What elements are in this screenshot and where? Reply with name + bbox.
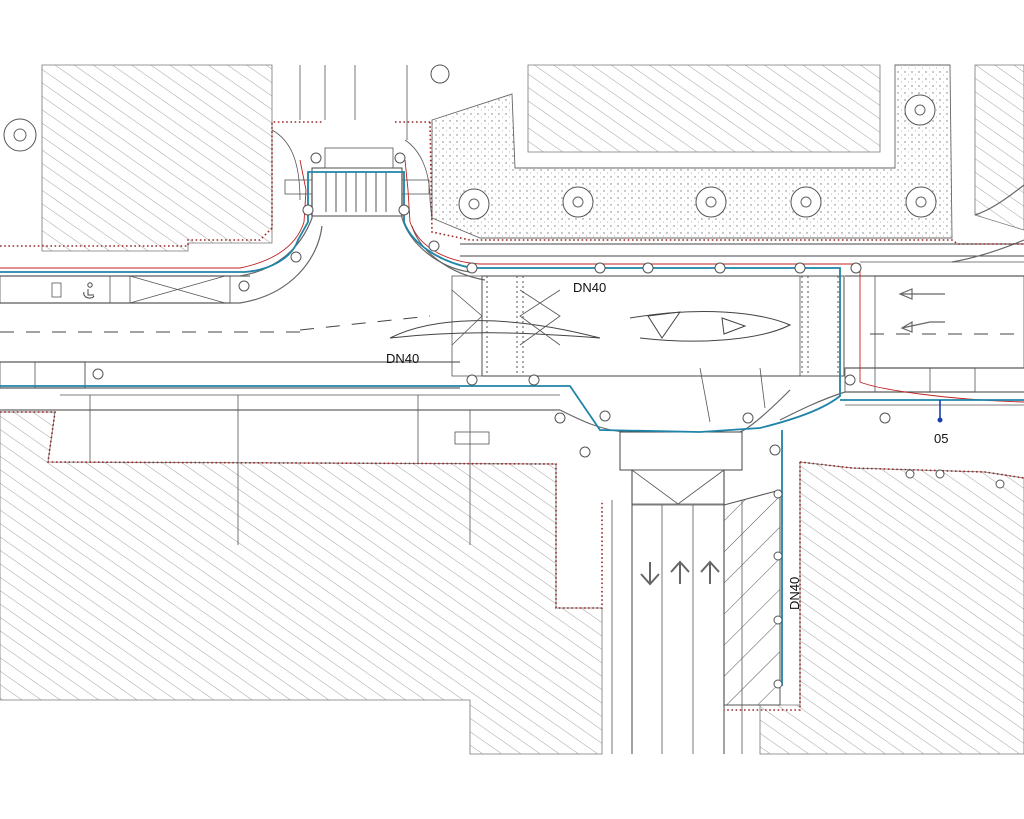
crosswalk-dots-left: [486, 276, 839, 376]
parking-bays: [0, 275, 1024, 445]
planted-area: [431, 64, 953, 239]
tree-icon: [430, 64, 450, 84]
lamp-icon: [398, 204, 410, 216]
road-geometry: [0, 65, 1024, 754]
valve-node-05: [937, 417, 943, 423]
lamp-icon: [773, 615, 783, 625]
lamp-icon: [579, 446, 591, 458]
lamp-icon: [594, 262, 606, 274]
lamp-icon: [773, 489, 783, 499]
road-arrows: [640, 288, 945, 586]
property-boundary: [0, 121, 1024, 711]
accessible-parking-icon: [83, 282, 95, 299]
lamp-icon: [394, 152, 406, 164]
arrow-up-icon: [700, 560, 720, 584]
tree-icon: [790, 186, 822, 218]
lamp-icon: [773, 551, 783, 561]
lamp-icon: [844, 374, 856, 386]
lamp-icon: [642, 262, 654, 274]
lamp-icon: [528, 374, 540, 386]
lamp-icon: [742, 412, 754, 424]
building-top-center: [527, 64, 881, 153]
tree-icon: [458, 188, 490, 220]
tree-icon: [695, 186, 727, 218]
lamp-icon: [995, 479, 1005, 489]
label-dn40-upper: DN40: [573, 280, 606, 295]
building-blocks: [0, 64, 1024, 755]
diagonal-parking: [723, 489, 781, 706]
lamp-icon: [466, 374, 478, 386]
lamp-icon: [905, 469, 915, 479]
arrow-down-icon: [640, 562, 660, 586]
trees: [3, 64, 937, 220]
turn-arrow-icon: [900, 320, 945, 333]
lamp-icon: [554, 412, 566, 424]
tree-icon: [562, 186, 594, 218]
intersection: [389, 275, 845, 505]
lamp-icon: [769, 444, 781, 456]
arrow-up-icon: [670, 560, 690, 584]
label-dn40-vertical: DN40: [787, 577, 802, 610]
lamp-icon: [310, 152, 322, 164]
lamp-icon: [302, 204, 314, 216]
label-dn40-lower: DN40: [386, 351, 419, 366]
tree-icon: [3, 118, 37, 152]
lamp-icon: [879, 412, 891, 424]
drawing-labels: DN40 DN40 DN40 05: [386, 280, 948, 610]
lamp-icon: [794, 262, 806, 274]
tree-icon: [904, 94, 936, 126]
lamp-icon: [238, 280, 250, 292]
tree-icon: [905, 186, 937, 218]
lamp-icon: [466, 262, 478, 274]
zebra-crossing-top: [284, 147, 430, 217]
lamp-icon: [92, 368, 104, 380]
lamp-icon: [850, 262, 862, 274]
arrow-left-icon: [898, 288, 945, 300]
lamp-icon: [428, 240, 440, 252]
building-right-strip: [974, 64, 1024, 231]
label-node-05: 05: [934, 431, 948, 446]
lamp-icon: [773, 679, 783, 689]
building-top-left: [41, 64, 273, 252]
street-lamps: [92, 152, 1005, 689]
lamp-icon: [290, 251, 302, 263]
lamp-icon: [935, 469, 945, 479]
lamp-icon: [714, 262, 726, 274]
lamp-icon: [599, 410, 611, 422]
